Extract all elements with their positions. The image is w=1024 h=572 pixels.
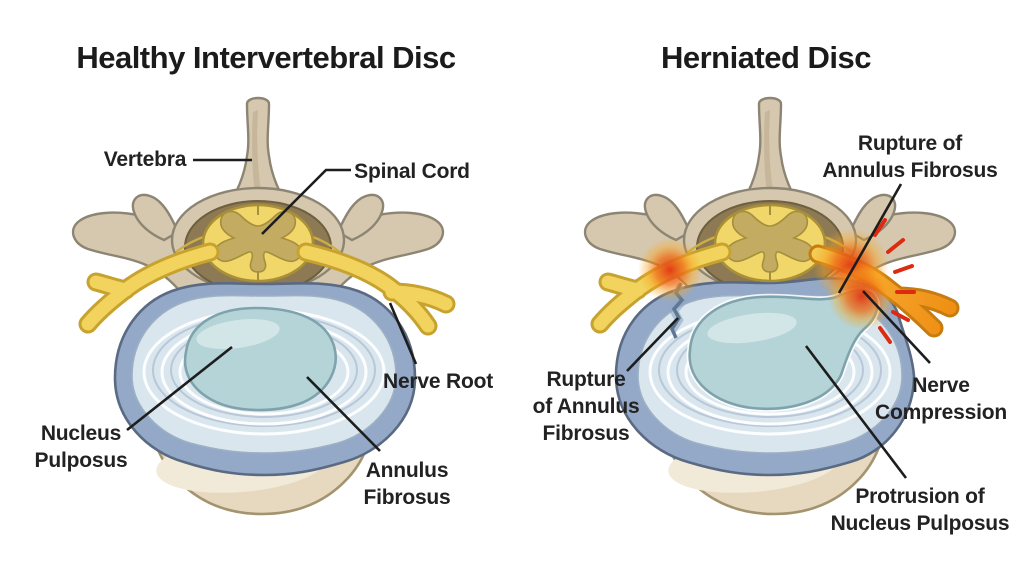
label-protrusion: Protrusion of Nucleus Pulposus <box>830 485 1010 535</box>
inflammation-glow-left <box>638 238 702 302</box>
healthy-illustration <box>71 96 446 516</box>
label-rupture-top: Rupture of Annulus Fibrosus <box>822 132 998 182</box>
label-nucleus-pulposus: Nucleus Pulposus <box>34 422 128 472</box>
leader-nerve-compression <box>862 290 931 364</box>
leader-protrusion <box>804 345 908 479</box>
pain-burst-lines <box>873 218 916 344</box>
leader-nerve-root <box>388 302 418 365</box>
label-nerve-root: Nerve Root <box>382 370 494 393</box>
leader-spinal-cord <box>261 168 351 235</box>
label-vertebra: Vertebra <box>103 148 187 171</box>
label-spinal-cord: Spinal Cord <box>354 160 470 183</box>
leader-lines <box>126 158 931 479</box>
label-annulus-fibrosus: Annulus Fibrosus <box>363 459 451 509</box>
leader-rupture-left <box>626 317 679 372</box>
herniated-title: Herniated Disc <box>660 40 872 75</box>
leader-nucleus-pulposus <box>126 345 233 432</box>
herniated-illustration <box>583 96 960 516</box>
healthy-title: Healthy Intervertebral Disc <box>76 40 456 75</box>
leader-rupture-top <box>837 183 903 294</box>
leader-annulus-fibrosus <box>306 376 381 452</box>
nucleus-pulposus-shape <box>183 306 337 412</box>
intervertebral-disc <box>113 281 417 477</box>
label-nerve-compression: Nerve Compression <box>875 374 1007 424</box>
inflammation-glow-right <box>813 228 896 330</box>
label-rupture-left: Rupture of Annulus Fibrosus <box>532 368 640 445</box>
